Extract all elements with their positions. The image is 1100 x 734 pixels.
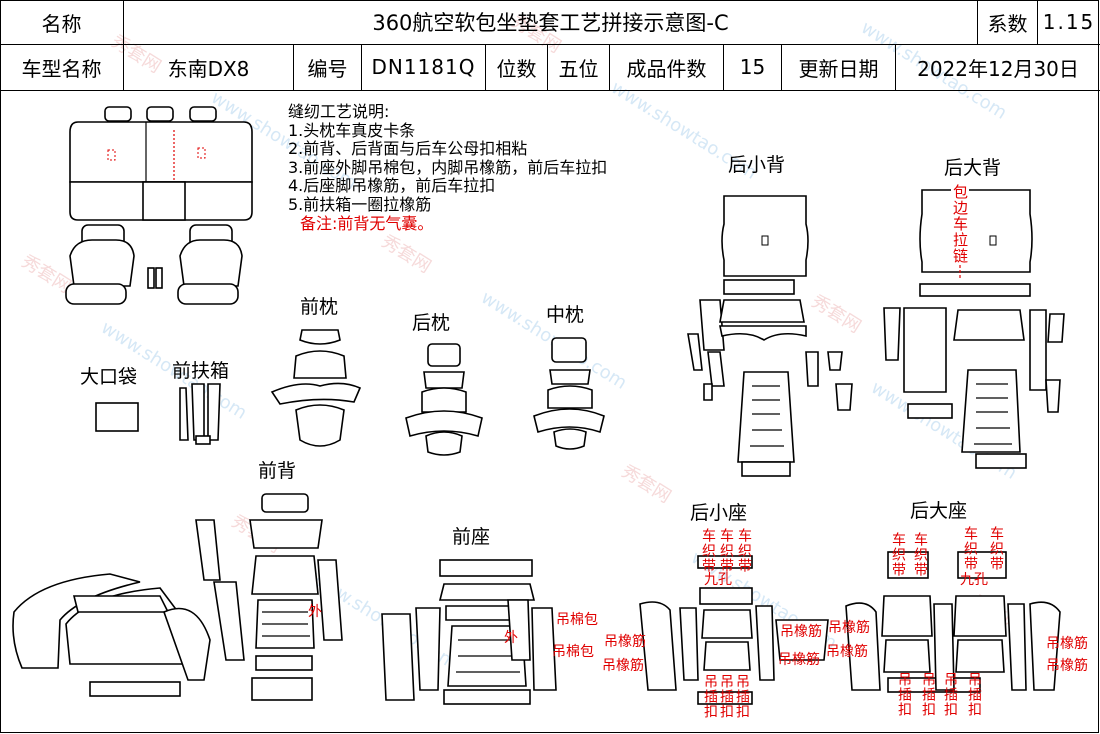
date-label: 更新日期 xyxy=(782,44,896,90)
notes-remark: 备注:前背无气囊。 xyxy=(300,213,434,233)
annotation-strap: 车织带 xyxy=(718,528,734,573)
code-label: 编号 xyxy=(294,44,362,90)
sewing-notes: 缝纫工艺说明: 1.头枕车真皮卡条 2.前背、后背面与后车公母扣相粘 3.前座外… xyxy=(288,102,608,233)
section-rear-small-back: 后小背 xyxy=(728,154,786,176)
coef-label: 系数 xyxy=(978,0,1038,44)
annotation-hang-elastic: 吊橡筋 xyxy=(602,658,644,674)
front-headrest-pieces xyxy=(270,329,362,447)
section-middle-headrest: 中枕 xyxy=(546,304,585,326)
annotation-strap: 车织带 xyxy=(962,526,978,571)
notes-item: 3.前座外脚吊棉包，内脚吊橡筋，前后车拉扣 xyxy=(288,157,608,177)
section-big-pocket: 大口袋 xyxy=(80,366,138,388)
annotation-nine-hole: 九孔 xyxy=(960,572,988,588)
annotation-hang-elastic: 吊橡筋 xyxy=(778,652,820,668)
notes-item: 4.后座脚吊橡筋，前后车拉扣 xyxy=(288,176,496,196)
annotation-hang-cotton: 吊棉包 xyxy=(556,612,598,628)
notes-item: 2.前背、后背面与后车公母扣相粘 xyxy=(288,139,528,159)
annotation-hang-buckle: 吊插扣 xyxy=(718,674,734,719)
section-rear-headrest: 后枕 xyxy=(412,312,451,334)
name-label: 名称 xyxy=(0,0,124,44)
coef-value: 1.15 xyxy=(1042,10,1096,34)
section-front-back: 前背 xyxy=(258,460,297,482)
annotation-hang-cotton: 吊棉包 xyxy=(552,644,594,660)
front-back-pieces xyxy=(12,493,343,701)
date-value: 2022年12月30日 xyxy=(917,56,1079,81)
section-rear-big-back: 后大背 xyxy=(944,157,1002,179)
annotation-hang-buckle: 吊插扣 xyxy=(942,672,958,717)
annotation-hang-elastic: 吊橡筋 xyxy=(604,634,646,650)
rear-big-back-pieces xyxy=(883,189,1065,469)
header-row-title: 名称 360航空软包坐垫套工艺拼接示意图-C 系数 1.15 xyxy=(0,0,1100,45)
seats-label: 位数 xyxy=(486,44,548,90)
header-row-info: 车型名称 东南DX8 编号 DN1181Q 位数 五位 成品件数 15 更新日期… xyxy=(0,44,1100,91)
section-front-headrest: 前枕 xyxy=(300,296,339,318)
rear-headrest-pieces xyxy=(405,343,483,456)
annotation-strap: 车织带 xyxy=(988,526,1004,571)
annotation-hang-elastic: 吊橡筋 xyxy=(780,624,822,640)
annotation-hang-buckle: 吊插扣 xyxy=(920,672,936,717)
section-front-armrest: 前扶箱 xyxy=(172,360,230,382)
annotation-strap: 车织带 xyxy=(890,532,906,577)
document-title: 360航空软包坐垫套工艺拼接示意图-C xyxy=(124,0,978,44)
front-seat-pieces xyxy=(381,559,557,705)
annotation-strap: 车织带 xyxy=(912,532,928,577)
rear-big-seat-pieces xyxy=(845,551,1061,693)
seat-overview-drawing xyxy=(65,106,253,305)
annotation-outer: 外 xyxy=(504,630,518,646)
pieces-value: 15 xyxy=(724,44,782,90)
notes-item: 5.前扶箱一圈拉橡筋 xyxy=(288,194,432,214)
seats-value: 五位 xyxy=(548,44,610,90)
pieces-label: 成品件数 xyxy=(610,44,724,90)
model-value: 东南DX8 xyxy=(124,44,294,90)
model-label: 车型名称 xyxy=(0,44,124,90)
section-rear-big-seat: 后大座 xyxy=(910,500,968,522)
notes-item: 1.头枕车真皮卡条 xyxy=(288,120,416,140)
section-rear-small-seat: 后小座 xyxy=(690,502,748,524)
annotation-hang-buckle: 吊插扣 xyxy=(734,674,750,719)
notes-title: 缝纫工艺说明: xyxy=(288,102,390,121)
annotation-hang-elastic: 吊橡筋 xyxy=(826,644,868,660)
section-front-seat: 前座 xyxy=(452,526,491,548)
annotation-hang-elastic: 吊橡筋 xyxy=(1046,658,1088,674)
annotation-strap: 车织带 xyxy=(736,528,752,573)
pocket-piece xyxy=(95,402,139,432)
annotation-hang-buckle: 吊插扣 xyxy=(966,672,982,717)
code-value: DN1181Q xyxy=(362,44,486,90)
middle-headrest-pieces xyxy=(533,337,605,450)
annotation-nine-hole: 九孔 xyxy=(704,572,732,588)
annotation-strap: 车织带 xyxy=(700,528,716,573)
annotation-hang-elastic: 吊橡筋 xyxy=(828,620,870,636)
annotation-edge-zip: 包边车拉链 xyxy=(951,184,969,264)
rear-small-seat-pieces xyxy=(639,555,829,705)
annotation-hang-elastic: 吊橡筋 xyxy=(1046,636,1088,652)
annotation-hang-buckle: 吊插扣 xyxy=(702,674,718,719)
rear-small-back-pieces xyxy=(687,195,853,477)
annotation-hang-buckle: 吊插扣 xyxy=(896,672,912,717)
annotation-outer: 外 xyxy=(308,604,322,620)
armrest-pieces xyxy=(179,383,221,445)
